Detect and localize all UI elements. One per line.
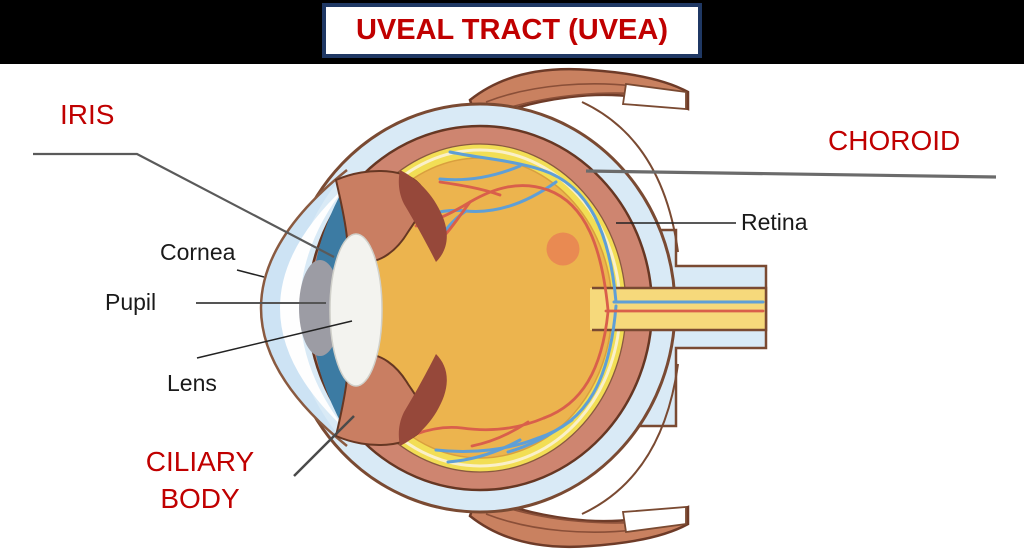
lens-label: Lens: [167, 370, 217, 396]
title-box: UVEAL TRACT (UVEA): [322, 3, 702, 58]
ciliary-body-pointer-line: [293, 415, 355, 477]
macula-spot: [546, 232, 580, 266]
superior-muscle-tendon: [621, 82, 687, 110]
cornea-label: Cornea: [160, 239, 236, 265]
retinal-vessels: [400, 150, 765, 464]
choroid-label: CHOROID: [828, 125, 961, 156]
optic-nerve: [590, 286, 768, 332]
pupil-label: Pupil: [105, 289, 157, 315]
iris-pointer-line: [33, 152, 335, 258]
pointer-lines: [33, 152, 997, 477]
cornea-pointer-line: [236, 269, 265, 278]
lens-pointer-line: [196, 320, 353, 359]
iris-label: IRIS: [60, 99, 115, 130]
lens-shape: [329, 233, 383, 387]
cornea-shape: [259, 169, 348, 447]
inferior-muscle-tendon: [621, 506, 687, 534]
ciliary-body-label: CILIARY BODY: [145, 446, 255, 514]
retina-label: Retina: [741, 209, 808, 235]
choroid-pointer-line: [585, 169, 997, 179]
superior-muscle: [468, 67, 690, 253]
page-title: UVEAL TRACT (UVEA): [355, 14, 669, 46]
